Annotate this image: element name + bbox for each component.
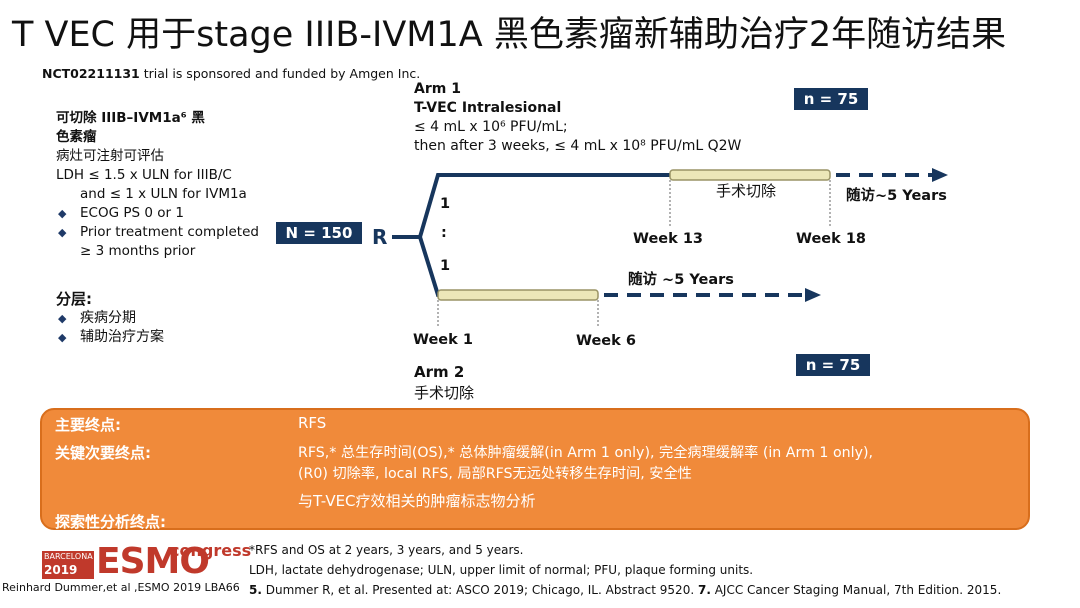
stratification-item-1: 疾病分期	[56, 309, 164, 328]
eligibility-bullet-2: Prior treatment completed	[56, 223, 276, 242]
ratio-sep: :	[441, 225, 447, 241]
arm1-n-box: n = 75	[794, 88, 868, 110]
eligibility-line-1: 病灶可注射可评估	[56, 148, 164, 164]
logo-brand: ESMO	[96, 541, 210, 582]
footnote-ref-5: 5.	[249, 583, 262, 597]
stratification-item-2: 辅助治疗方案	[56, 328, 164, 347]
footnote-1: *RFS and OS at 2 years, 3 years, and 5 y…	[249, 543, 524, 557]
arm2-name: 手术切除	[414, 384, 475, 402]
footnotes: *RFS and OS at 2 years, 3 years, and 5 y…	[249, 540, 1001, 600]
footnote-2: LDH, lactate dehydrogenase; ULN, upper l…	[249, 563, 754, 577]
eligibility-line-2: LDH ≤ 1.5 x ULN for IIIB/C	[56, 167, 232, 183]
stratification-heading: 分层:	[56, 290, 92, 308]
slide-title: T VEC 用于stage IIIB-IVM1A 黑色素瘤新辅助治疗2年随访结果	[12, 15, 1007, 55]
sponsor-note: NCT02211131 trial is sponsored and funde…	[42, 66, 420, 81]
secondary-endpoint-line-2: (R0) 切除率, local RFS, 局部RFS无远处转移生存时间, 安全性	[298, 466, 692, 482]
footnote-ref-7: 7.	[697, 583, 711, 597]
randomization-r: R	[372, 225, 388, 249]
endpoints-panel	[40, 408, 1030, 530]
arm2-followup-arrow	[805, 288, 821, 302]
eligibility-heading-2: 色素瘤	[56, 129, 97, 145]
exploratory-endpoint-label: 探索性分析终点:	[55, 513, 166, 531]
primary-endpoint-label: 主要终点:	[55, 416, 121, 434]
arm1-dose-2: then after 3 weeks, ≤ 4 mL x 10⁸ PFU/mL …	[414, 138, 742, 154]
ratio-2: 1	[440, 258, 451, 274]
arm1-week-end: Week 18	[796, 231, 867, 247]
arm1-surgery-bar	[669, 169, 831, 181]
exploratory-endpoint-value: 与T-VEC疗效相关的肿瘤标志物分析	[298, 492, 536, 510]
footnote-3: 5. Dummer R, et al. Presented at: ASCO 2…	[249, 580, 1001, 600]
arm1-followup-label: 随访~5 Years	[846, 188, 947, 204]
arm2-week-start: Week 1	[413, 332, 473, 348]
secondary-endpoint-line-1: RFS,* 总生存时间(OS),* 总体肿瘤缓解(in Arm 1 only),…	[298, 445, 874, 461]
eligibility-heading-1: 可切除 IIIB–IVM1a⁶ 黑	[56, 110, 205, 126]
arm1-path	[418, 173, 672, 238]
ratio-1: 1	[440, 196, 451, 212]
arm2-n-box: n = 75	[796, 354, 870, 376]
arm2-label: Arm 2	[414, 363, 465, 381]
arm1-followup-arrow	[932, 168, 948, 182]
logo-year: 2019	[44, 563, 78, 577]
eligibility-bullet-1: ECOG PS 0 or 1	[56, 204, 276, 223]
arm1-label: Arm 1	[414, 81, 461, 97]
nct-id: NCT02211131	[42, 66, 140, 81]
arm1-surgery-label: 手术切除	[716, 182, 777, 200]
stratification-block: 分层: 疾病分期 辅助治疗方案	[56, 290, 164, 347]
eligibility-line-3: and ≤ 1 x ULN for IVM1a	[80, 186, 247, 202]
logo-suffix: congress	[170, 541, 252, 560]
eligibility-bullet-2-cont: ≥ 3 months prior	[80, 243, 196, 259]
arm2-week-end: Week 6	[576, 333, 636, 349]
eligibility-block: 可切除 IIIB–IVM1a⁶ 黑 色素瘤 病灶可注射可评估 LDH ≤ 1.5…	[56, 109, 276, 261]
arm1-name: T-VEC Intralesional	[414, 100, 562, 116]
arm2-description: Arm 2 手术切除	[414, 362, 474, 404]
arm1-dose-1: ≤ 4 mL x 10⁶ PFU/mL;	[414, 119, 568, 135]
footnote-text-5: Dummer R, et al. Presented at: ASCO 2019…	[261, 583, 698, 597]
arm2-surgery-bar	[437, 289, 599, 301]
arm1-week-start: Week 13	[633, 231, 704, 247]
arm2-followup-label: 随访 ~5 Years	[628, 272, 734, 288]
primary-endpoint-value: RFS	[298, 414, 327, 432]
sponsor-text: trial is sponsored and funded by Amgen I…	[139, 66, 421, 81]
footnote-text-7: AJCC Cancer Staging Manual, 7th Edition.…	[710, 583, 1002, 597]
esmo-logo: BARCELONA 2019 ESMO congress	[42, 541, 251, 583]
logo-red-block	[42, 551, 94, 579]
secondary-endpoint-label: 关键次要终点:	[55, 444, 151, 462]
author-citation: Reinhard Dummer,et al ,ESMO 2019 LBA66	[2, 581, 240, 594]
arm2-path	[418, 236, 440, 297]
total-n-box: N = 150	[276, 222, 362, 244]
logo-city: BARCELONA	[44, 552, 93, 561]
arm1-description: Arm 1 T-VEC Intralesional ≤ 4 mL x 10⁶ P…	[414, 80, 741, 156]
